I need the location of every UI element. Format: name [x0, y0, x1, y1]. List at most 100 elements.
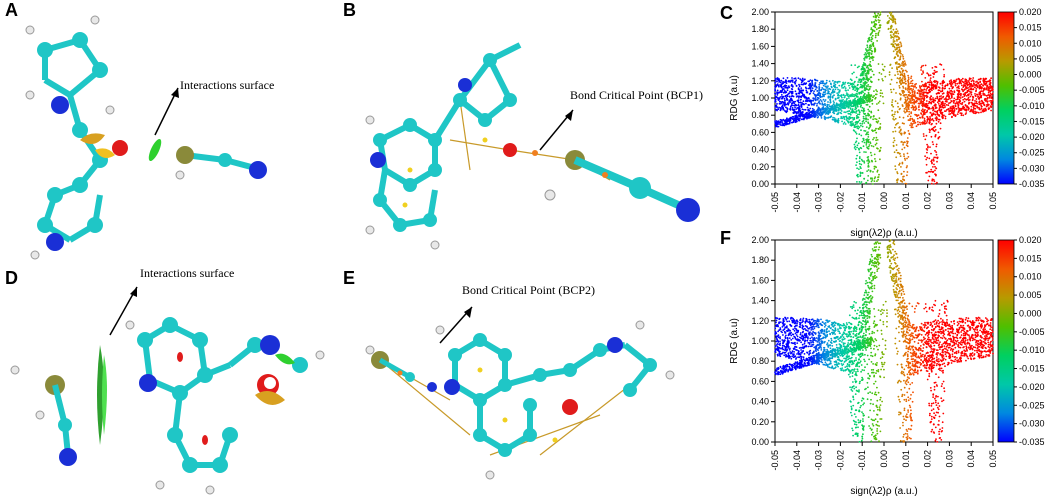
data-point	[798, 85, 801, 88]
data-point	[902, 92, 904, 94]
data-point	[928, 128, 931, 131]
data-point	[858, 119, 861, 122]
data-point	[897, 54, 899, 57]
data-point	[941, 84, 944, 86]
data-point	[914, 94, 916, 97]
data-point	[865, 95, 867, 98]
data-point	[967, 102, 970, 105]
data-point	[856, 146, 858, 149]
data-point	[933, 180, 936, 183]
data-point	[851, 363, 853, 366]
data-point	[927, 146, 929, 149]
data-point	[928, 89, 930, 92]
data-point	[965, 359, 967, 362]
data-point	[819, 323, 821, 325]
data-point	[915, 86, 918, 89]
data-point	[800, 79, 803, 82]
data-point	[991, 93, 993, 96]
data-point	[866, 101, 868, 103]
x-tick-label: -0.03	[814, 192, 824, 213]
data-point	[899, 274, 902, 277]
data-point	[822, 350, 825, 353]
data-point	[862, 119, 865, 122]
data-point	[929, 90, 932, 93]
data-point	[807, 337, 809, 340]
data-point	[927, 145, 929, 148]
data-point	[909, 82, 912, 85]
data-point	[873, 287, 876, 290]
data-point	[859, 95, 862, 98]
data-point	[872, 115, 875, 118]
data-point	[949, 97, 951, 100]
data-point	[947, 108, 950, 110]
data-point	[803, 114, 806, 116]
data-point	[931, 107, 933, 110]
data-point	[934, 99, 937, 102]
data-point	[833, 360, 836, 363]
data-point	[925, 158, 928, 161]
data-point	[832, 100, 835, 102]
interaction-surface-a	[80, 133, 162, 162]
data-point	[792, 111, 795, 114]
data-point	[983, 83, 986, 86]
data-point	[856, 127, 859, 129]
data-point	[898, 267, 900, 270]
data-point	[879, 24, 882, 27]
x-tick-label: -0.04	[792, 192, 802, 213]
data-point	[891, 67, 893, 69]
data-point	[866, 179, 869, 182]
data-point	[889, 83, 892, 85]
data-point	[953, 107, 956, 109]
data-point	[866, 88, 869, 91]
data-point	[894, 165, 897, 168]
data-point	[776, 92, 779, 94]
data-point	[898, 116, 901, 119]
data-point	[855, 357, 857, 359]
data-point	[843, 96, 846, 99]
data-point	[877, 176, 880, 178]
data-point	[906, 165, 908, 167]
data-point	[944, 87, 946, 90]
data-point	[964, 94, 966, 96]
data-point	[788, 348, 791, 351]
data-point	[893, 151, 896, 154]
data-point	[856, 105, 859, 108]
data-point	[870, 65, 872, 68]
data-point	[918, 93, 921, 95]
data-point	[968, 82, 971, 85]
data-point	[811, 87, 814, 90]
data-point	[944, 338, 947, 340]
data-point	[858, 156, 861, 158]
data-point	[849, 372, 851, 374]
data-point	[895, 278, 898, 280]
data-point	[781, 124, 784, 127]
data-point	[902, 94, 905, 97]
data-point	[872, 96, 874, 99]
data-point	[931, 67, 934, 69]
data-point	[876, 147, 878, 150]
data-point	[930, 113, 933, 116]
data-point	[856, 154, 858, 157]
data-point	[891, 17, 894, 19]
data-point	[936, 101, 939, 104]
data-point	[938, 136, 941, 138]
data-point	[961, 88, 964, 91]
data-point	[941, 89, 944, 92]
data-point	[895, 149, 898, 152]
data-point	[805, 111, 808, 114]
data-point	[814, 113, 817, 115]
data-point	[918, 366, 921, 369]
data-point	[989, 84, 992, 87]
data-point	[877, 178, 879, 181]
data-point	[961, 96, 964, 98]
data-point	[860, 129, 862, 132]
data-point	[904, 98, 907, 101]
data-point	[900, 141, 903, 143]
data-point	[991, 97, 993, 99]
data-point	[902, 85, 904, 88]
data-point	[987, 89, 990, 92]
y-tick-label: 0.20	[751, 162, 769, 172]
data-point	[868, 38, 871, 41]
data-point	[979, 102, 982, 105]
data-point	[922, 102, 925, 104]
